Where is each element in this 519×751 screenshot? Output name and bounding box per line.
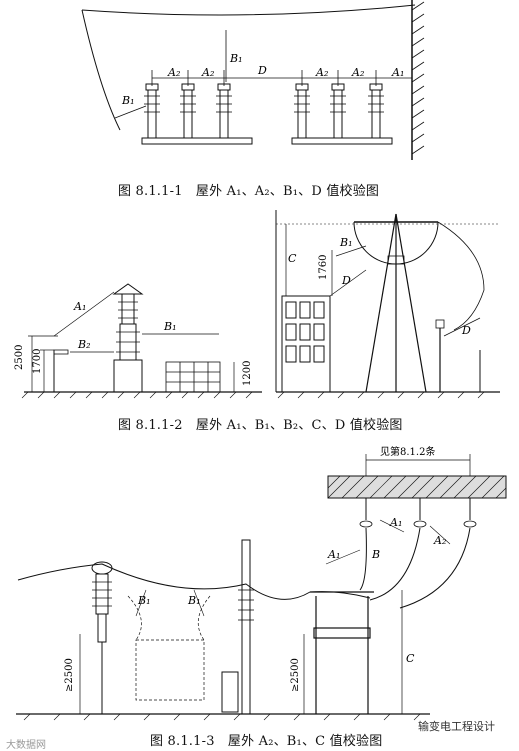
dim-1700: 1700 (32, 349, 43, 374)
label-b1-left: B₁ (137, 594, 151, 607)
insulator-group-left (141, 83, 253, 145)
label-b: B (371, 548, 380, 561)
figure-3-caption: 图 8.1.1-3 屋外 A₂、B₁、C 值校验图 (150, 734, 383, 749)
figure-3-diagram: 见第8.1.2条 A₁ A₂ B (10, 440, 510, 730)
label-a1: A₁ (391, 66, 404, 79)
label-b1-right: B₁ (187, 594, 201, 607)
label-see-8-1-2: 见第8.1.2条 (380, 445, 435, 458)
label-d-2: D (461, 324, 471, 337)
dim-ge2500-right: ≥2500 (290, 658, 301, 692)
label-a1-upper: A₁ (389, 516, 402, 529)
post-insulator (112, 283, 144, 393)
label-a1: A₁ (73, 300, 86, 313)
label-d-1: D (341, 274, 351, 287)
label-c: C (406, 652, 415, 665)
watermark-right: 输变电工程设计 (418, 720, 495, 733)
label-b1-left: B₁ (121, 94, 135, 107)
label-a2: A₂ (433, 534, 446, 547)
label-b1-right: B₁ (339, 236, 353, 249)
label-a1-lower: A₁ (327, 548, 340, 561)
figure-1-diagram: A₂ A₂ B₁ B₁ D A₂ A₂ A₁ (60, 0, 440, 165)
label-d: D (257, 64, 267, 77)
label-a2-2: A₂ (201, 66, 214, 79)
dim-1200: 1200 (242, 361, 253, 386)
insulator-group-right (291, 83, 393, 145)
dim-1760: 1760 (318, 255, 329, 280)
label-c: C (288, 252, 297, 265)
label-b1: B₁ (163, 320, 177, 333)
figure-2-caption: 图 8.1.1-2 屋外 A₁、B₁、B₂、C、D 值校验图 (118, 418, 403, 433)
dim-ge2500-left: ≥2500 (64, 658, 75, 692)
label-a2-3: A₂ (315, 66, 328, 79)
label-b2: B₂ (77, 338, 91, 351)
label-a2-4: A₂ (351, 66, 364, 79)
label-a2-1: A₂ (167, 66, 180, 79)
watermark-left: 大数据网 (6, 740, 46, 751)
dim-2500: 2500 (14, 345, 25, 370)
switch-frame (310, 591, 374, 714)
left-post-insulator (91, 561, 113, 714)
figure-2-diagram: 2500 1700 B₂ A₁ B₁ 1 (14, 210, 504, 405)
mid-insulator (238, 539, 254, 715)
label-b1-vertical: B₁ (229, 52, 243, 65)
figure-1-caption: 图 8.1.1-1 屋外 A₁、A₂、B₁、D 值校验图 (118, 184, 380, 199)
